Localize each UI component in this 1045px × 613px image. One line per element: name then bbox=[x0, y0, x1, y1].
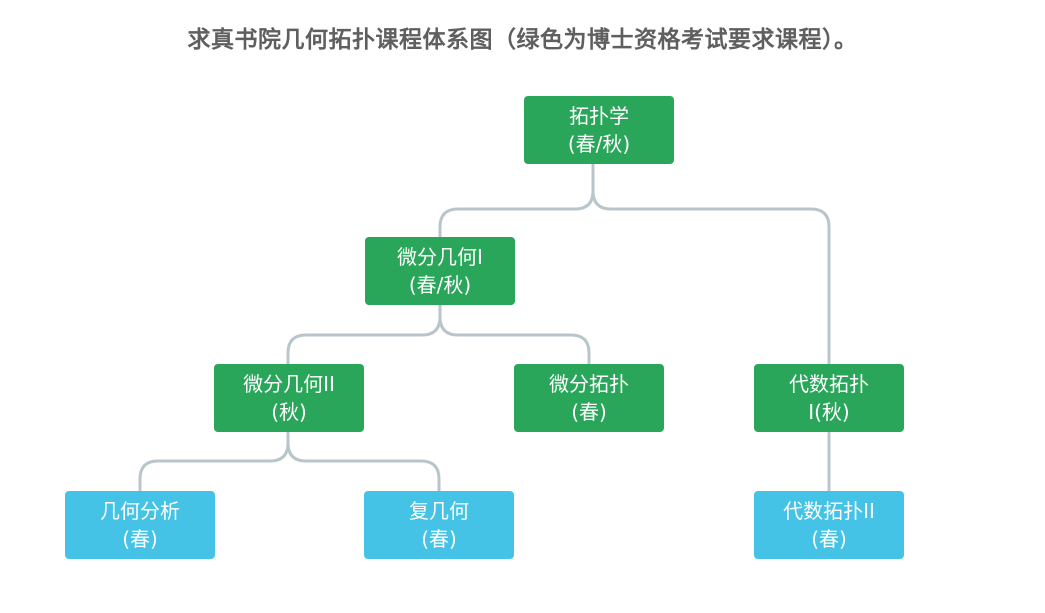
course-node-geometric-analysis: 几何分析 (春) bbox=[65, 491, 215, 559]
course-term: (春) bbox=[122, 527, 158, 551]
course-term: (春) bbox=[421, 527, 457, 551]
course-node-complex-geometry: 复几何 (春) bbox=[364, 491, 514, 559]
course-node-algebraic-topology-1: 代数拓扑 I(秋) bbox=[754, 364, 904, 432]
edge-dg2-complex-geometry bbox=[286, 441, 441, 493]
course-node-algebraic-topology-2: 代数拓扑II (春) bbox=[754, 491, 904, 559]
course-name: 微分几何II bbox=[243, 372, 335, 396]
course-name: 代数拓扑 bbox=[789, 372, 869, 396]
edge-topology-algebraic-topology-1 bbox=[591, 189, 831, 366]
course-node-topology: 拓扑学 (春/秋) bbox=[524, 96, 674, 164]
course-term: I(秋) bbox=[808, 400, 850, 424]
edge-topology-differential-geometry-1 bbox=[438, 162, 595, 239]
course-node-differential-geometry-2: 微分几何II (秋) bbox=[214, 364, 364, 432]
course-term: (春) bbox=[811, 527, 847, 551]
edge-dg2-geometric-analysis bbox=[138, 430, 290, 493]
edge-dg1-dg2 bbox=[286, 303, 442, 366]
course-name: 微分几何I bbox=[397, 245, 483, 269]
course-term: (春/秋) bbox=[408, 273, 472, 297]
diagram-title: 求真书院几何拓扑课程体系图（绿色为博士资格考试要求课程）。 bbox=[187, 27, 858, 53]
course-node-differential-topology: 微分拓扑 (春) bbox=[514, 364, 664, 432]
course-term: (春/秋) bbox=[567, 132, 631, 156]
course-node-differential-geometry-1: 微分几何I (春/秋) bbox=[365, 237, 515, 305]
course-term: (春) bbox=[571, 400, 607, 424]
course-name: 拓扑学 bbox=[569, 104, 629, 128]
course-name: 代数拓扑II bbox=[783, 499, 875, 523]
course-term: (秋) bbox=[271, 400, 307, 424]
course-name: 微分拓扑 bbox=[549, 372, 629, 396]
course-name: 几何分析 bbox=[100, 499, 180, 523]
course-name: 复几何 bbox=[409, 499, 469, 523]
edge-dg1-differential-topology bbox=[438, 315, 591, 366]
